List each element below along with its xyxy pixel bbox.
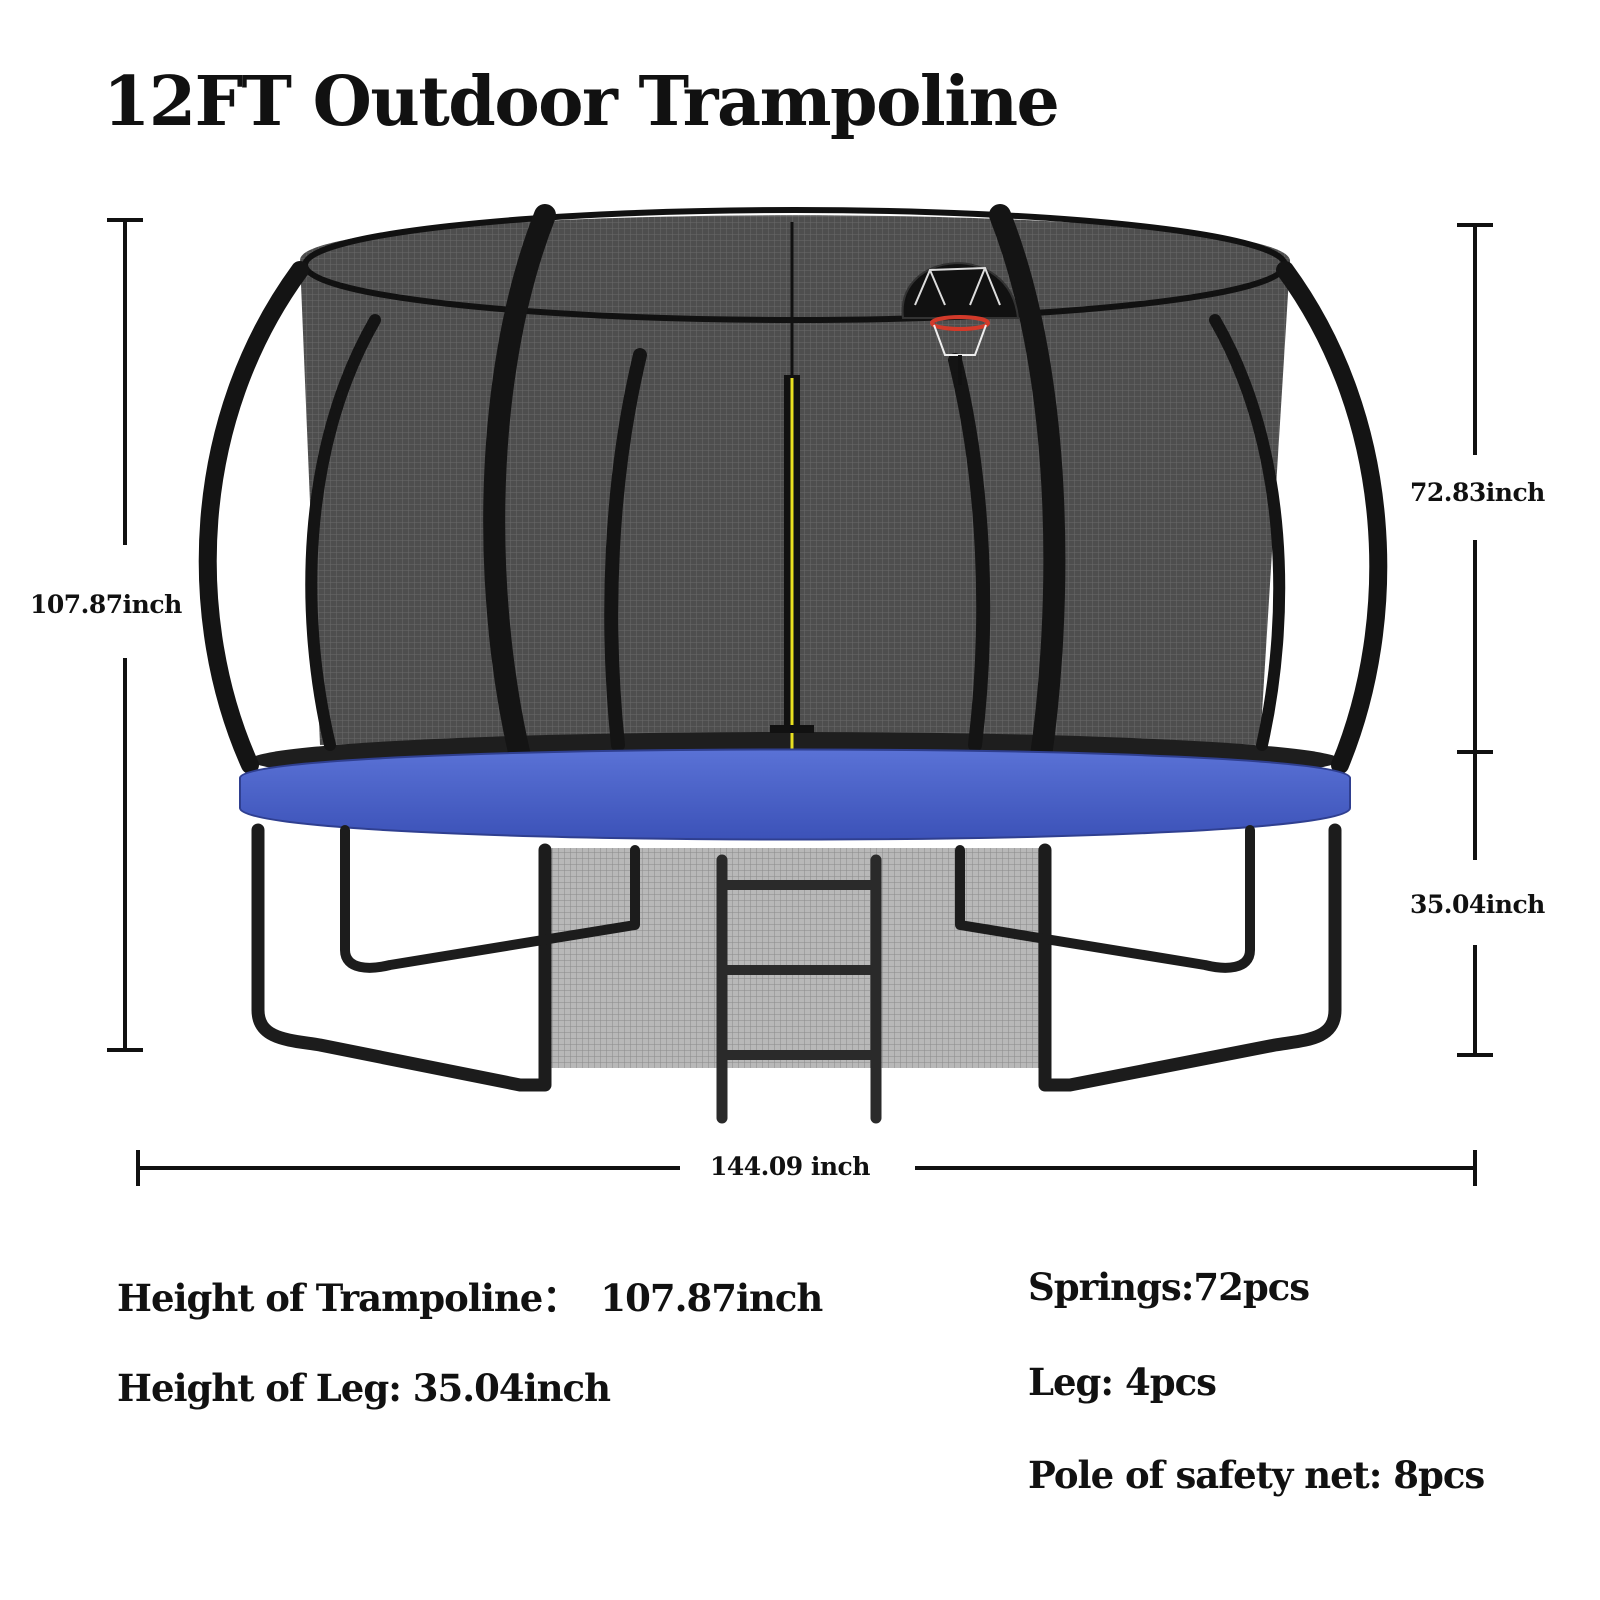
legs	[251, 823, 1342, 1092]
net-pole	[948, 353, 991, 752]
net-height-label: 72.83inch	[1410, 478, 1545, 507]
spec-springs: Springs:72pcs	[1028, 1265, 1310, 1309]
net-pole	[1209, 314, 1286, 751]
dimension-lines	[107, 218, 1493, 1186]
ladder	[716, 854, 882, 1124]
safety-pad	[239, 748, 1351, 841]
spec-pole-of-safety-net: Pole of safety net: 8pcs	[1028, 1453, 1485, 1497]
spec-height-of-trampoline-label: Height of Trampoline：	[117, 1276, 579, 1320]
spec-leg: Leg: 4pcs	[1028, 1360, 1217, 1404]
leg	[340, 825, 640, 973]
net-pole	[198, 261, 309, 774]
net-pole	[305, 314, 381, 751]
spec-height-of-trampoline-value: 107.87inch	[600, 1276, 823, 1320]
spec-height-of-trampoline: Height of Trampoline： 107.87inch	[117, 1268, 823, 1322]
leg	[251, 823, 552, 1092]
net-pole	[1276, 261, 1388, 774]
net-poles	[198, 204, 1388, 806]
net-pole	[604, 348, 647, 752]
page-title: 12FT Outdoor Trampoline	[103, 62, 1060, 142]
leg	[1038, 823, 1342, 1092]
net-pole	[483, 204, 556, 806]
spec-height-of-leg: Height of Leg: 35.04inch	[117, 1366, 611, 1410]
basketball-hoop-icon	[901, 262, 1020, 385]
leg-height-label: 35.04inch	[1410, 890, 1545, 919]
width-label: 144.09 inch	[710, 1152, 870, 1181]
net-pole	[989, 204, 1066, 806]
total-height-label: 107.87inch	[30, 590, 182, 619]
leg	[955, 825, 1255, 973]
